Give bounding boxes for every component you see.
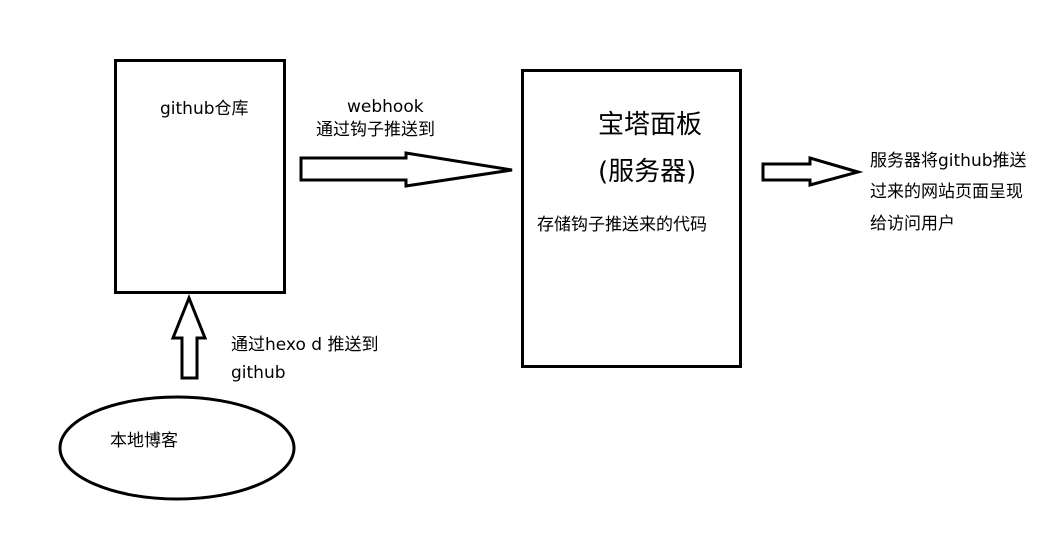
node-local-blog-ellipse	[58, 395, 296, 501]
edge-repo-server-label-1: webhook	[347, 97, 424, 117]
edge-local-repo-label-1: 通过hexo d 推送到	[231, 335, 379, 355]
server-note: 存储钩子推送来的代码	[537, 215, 707, 235]
arrow-repo-to-server	[299, 151, 513, 188]
edge-server-user-label-1: 服务器将github推送	[870, 151, 1027, 171]
edge-server-user-label-3: 给访问用户	[870, 214, 955, 234]
server-title: 宝塔面板	[598, 110, 703, 140]
edge-local-repo-label-2: github	[231, 363, 286, 383]
local-blog-label: 本地博客	[110, 431, 178, 451]
arrow-local-to-repo	[170, 293, 208, 380]
arrow-server-to-user	[761, 156, 864, 187]
edge-server-user-label-2: 过来的网站页面呈现	[870, 182, 1023, 202]
node-server	[521, 69, 742, 368]
repo-label: github仓库	[160, 99, 249, 119]
server-subtitle: (服务器)	[598, 157, 697, 187]
edge-repo-server-label-2: 通过钩子推送到	[316, 120, 435, 140]
node-github-repo	[114, 59, 286, 294]
